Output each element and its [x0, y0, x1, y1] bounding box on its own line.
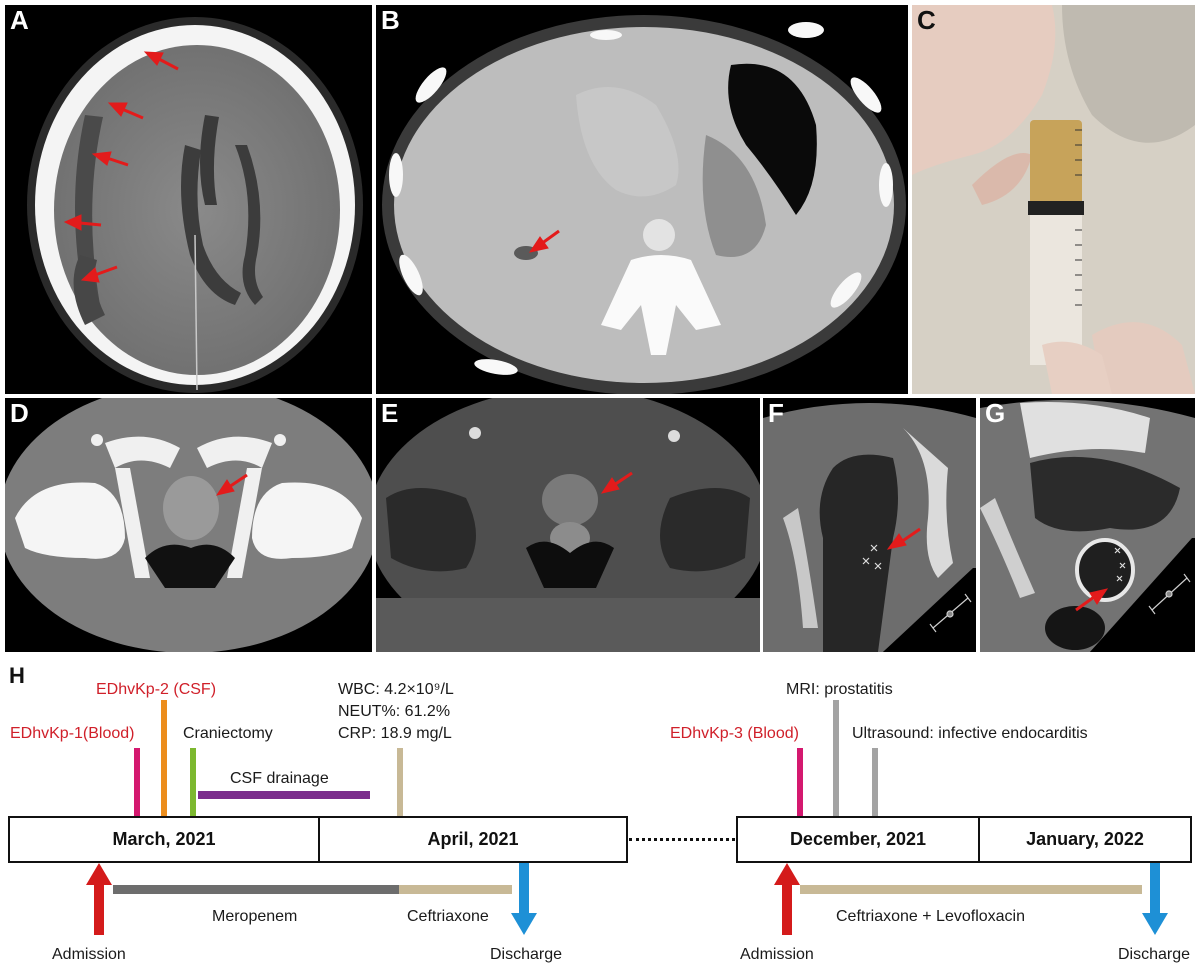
pelvic-mri-image — [376, 398, 760, 652]
marker-mri — [833, 700, 839, 816]
bar-csf-drainage — [198, 791, 370, 799]
event-label-edhvkp-1: EDhvKp-1(Blood) — [10, 725, 135, 742]
discharge-label: Discharge — [490, 946, 563, 963]
pelvic-ct-image — [5, 398, 372, 652]
month-december-2021: December, 2021 — [738, 818, 980, 861]
admission-label: Admission — [52, 946, 126, 963]
scale-bar-icon — [929, 593, 972, 633]
panel-g-echocardiogram: G — [980, 398, 1195, 652]
admission-arrow-icon — [774, 863, 800, 935]
marker-edhvkp-3 — [797, 748, 803, 816]
red-arrow-icons — [63, 51, 179, 283]
panel-d-pelvic-ct: D — [5, 398, 372, 652]
echocardiogram-image — [763, 403, 976, 652]
timeline-panel-h: H EDhvKp-1(Blood) EDhvKp-2 (CSF) Craniec… — [0, 655, 1200, 963]
panel-a-head-ct: A — [5, 5, 372, 394]
syringe-photo-image — [912, 5, 1195, 394]
marker-ultrasound — [872, 748, 878, 816]
panel-label: H — [9, 663, 25, 688]
admission-label: Admission — [740, 946, 814, 963]
event-label-ultrasound: Ultrasound: infective endocarditis — [852, 725, 1088, 742]
marker-craniectomy — [190, 748, 196, 816]
panel-label: F — [768, 398, 784, 428]
abdominal-ct-image — [382, 15, 906, 394]
event-label-edhvkp-2: EDhvKp-2 (CSF) — [96, 681, 217, 698]
event-label-edhvkp-3: EDhvKp-3 (Blood) — [670, 725, 799, 742]
panel-label: B — [381, 5, 400, 35]
bar-ceftriaxone — [399, 885, 512, 894]
panel-label: A — [10, 5, 29, 35]
marker-edhvkp-2 — [161, 700, 167, 816]
event-label-mri: MRI: prostatitis — [786, 681, 893, 698]
discharge-arrow-icon — [511, 863, 537, 935]
panel-label: C — [917, 5, 936, 35]
treatment-label-ceftriaxone: Ceftriaxone — [407, 908, 489, 925]
month-january-2022: January, 2022 — [1026, 829, 1144, 849]
treatment-label-meropenem: Meropenem — [212, 908, 298, 925]
bar-meropenem — [113, 885, 399, 894]
discharge-arrow-icon — [1142, 863, 1168, 935]
panel-label: G — [985, 398, 1006, 428]
lab-neut: NEUT%: 61.2% — [338, 703, 451, 720]
echocardiogram-image — [980, 400, 1195, 652]
red-arrow-icon — [215, 473, 248, 496]
admission-arrow-icon — [86, 863, 112, 935]
panel-label: D — [10, 398, 29, 428]
discharge-label: Discharge — [1118, 946, 1191, 963]
lab-wbc: WBC: 4.2×10⁹/L — [338, 681, 454, 698]
red-arrow-icon — [1075, 588, 1109, 612]
panel-e-pelvic-mri: E — [376, 398, 760, 652]
marker-labs — [397, 748, 403, 816]
timeline-gap-dotted-line — [629, 838, 735, 841]
panel-c-syringe-photo: C — [912, 5, 1195, 394]
bar-ceftriaxone-levofloxacin — [800, 885, 1142, 894]
lab-crp: CRP: 18.9 mg/L — [338, 725, 452, 742]
head-ct-image — [27, 17, 363, 393]
panel-label: E — [381, 398, 399, 428]
red-arrow-icon — [528, 229, 560, 253]
marker-edhvkp-1 — [134, 748, 140, 816]
timeline-box-episode-2: December, 2021 January, 2022 — [736, 816, 1192, 863]
month-april-2021: April, 2021 — [427, 829, 519, 849]
month-march-2021: March, 2021 — [10, 818, 320, 861]
red-arrow-icon — [600, 471, 633, 494]
treatment-label-ceftriaxone-levofloxacin: Ceftriaxone + Levofloxacin — [836, 908, 1025, 925]
panel-f-echocardiogram: F — [763, 398, 976, 652]
event-label-csf-drainage: CSF drainage — [230, 770, 329, 787]
red-arrow-icon — [886, 527, 921, 550]
panel-b-abdominal-ct: B — [376, 5, 908, 394]
scale-bar-icon — [1148, 573, 1191, 615]
timeline-box-episode-1: March, 2021 April, 2021 — [8, 816, 628, 863]
event-label-craniectomy: Craniectomy — [183, 725, 273, 742]
